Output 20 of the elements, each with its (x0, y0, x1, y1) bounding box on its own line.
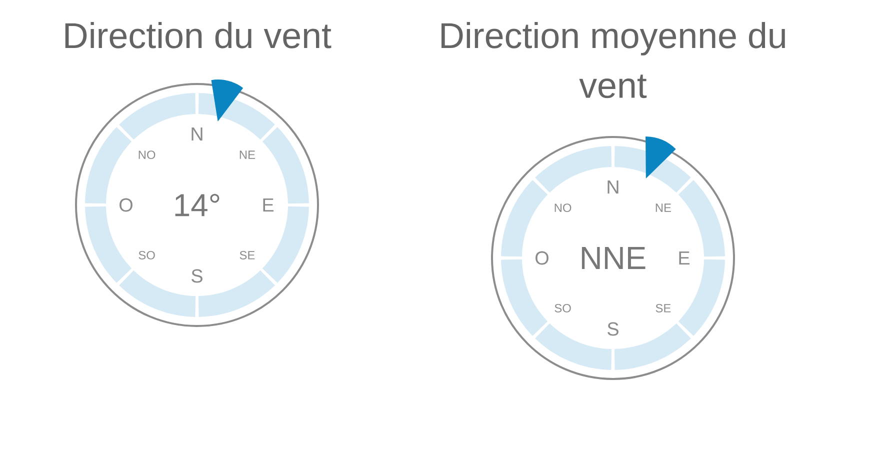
compass-point-label: NE (656, 204, 671, 212)
compass-point-label: NE (240, 150, 255, 159)
compass-point-label: SE (656, 304, 671, 312)
compass-point-label: S (608, 322, 618, 336)
dial-title: Direction moyenne du vent (442, 22, 785, 98)
compass-point-label: NO (554, 204, 572, 212)
dial-title: Direction du vent (65, 22, 332, 48)
compass-point-label: NO (138, 150, 156, 160)
compass-point-label: S (192, 269, 202, 283)
compass-point-label: SO (554, 304, 571, 312)
direction-value: 14° (175, 194, 220, 216)
compass-point-label: E (263, 198, 274, 212)
compass-point-label: SO (138, 250, 155, 260)
compass-point-label: N (608, 180, 618, 194)
compass-point-label: N (192, 128, 202, 140)
direction-value: NNE (582, 247, 646, 269)
compass-point-label: O (120, 198, 132, 212)
compass-point-label: O (536, 251, 548, 265)
compass-point-label: E (679, 252, 690, 264)
compass-point-label: SE (240, 250, 255, 260)
